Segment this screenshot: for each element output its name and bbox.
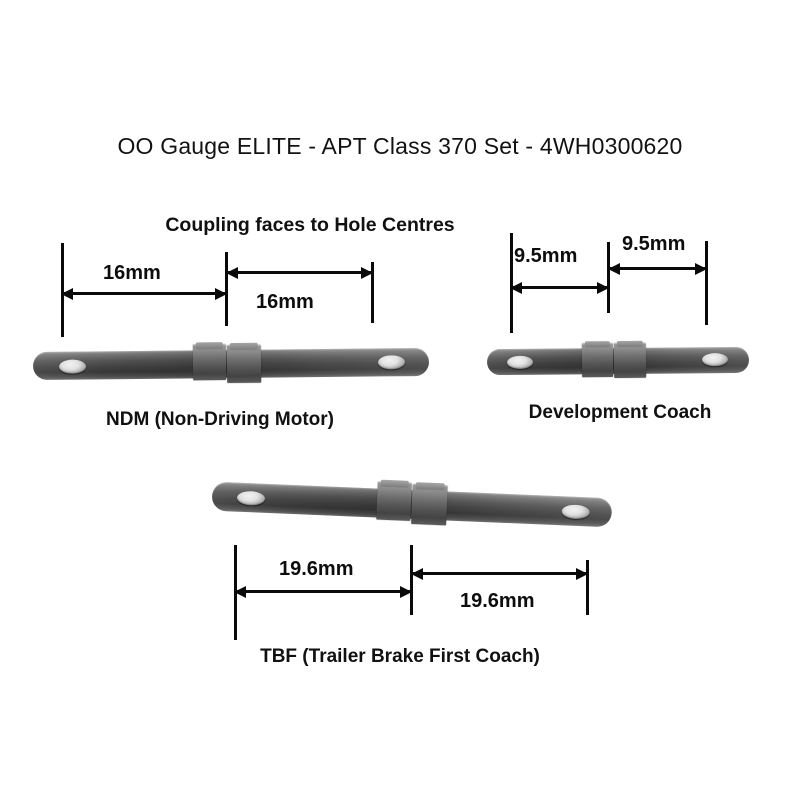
coupling-nut-right: [613, 342, 647, 379]
dimension-label-tbf-right: 19.6mm: [460, 590, 535, 612]
part-caption-tbf: TBF (Trailer Brake First Coach): [260, 646, 540, 667]
coupling-nut-left-top: [584, 341, 610, 348]
dimension-arrow-tbf-left: [235, 590, 411, 593]
part-group-development-coach: 9.5mm 9.5mm Development Coach: [440, 0, 800, 450]
coupling-nut-left: [192, 344, 227, 381]
part-group-tbf: 19.6mm 19.6mm TBF (Trailer Brake First C…: [0, 450, 800, 700]
dimension-label-tbf-left: 19.6mm: [279, 558, 354, 580]
part-caption-development-coach: Development Coach: [528, 402, 712, 423]
coupling-bar-tbf: [211, 470, 613, 535]
part-caption-ndm: NDM (Non-Driving Motor): [106, 409, 334, 430]
extension-line-tbf-center: [410, 545, 413, 615]
dimension-arrow-ndm-right: [227, 271, 372, 274]
coupling-nut-left-top: [380, 479, 409, 488]
coupling-nut-right-top: [415, 482, 445, 491]
dimension-label-dev-right: 9.5mm: [622, 233, 686, 255]
coupling-bar-ndm: [32, 338, 430, 386]
diagram-subtitle: Coupling faces to Hole Centres: [165, 214, 455, 236]
page-title: OO Gauge ELITE - APT Class 370 Set - 4WH…: [117, 133, 683, 159]
dimension-label-ndm-left: 16mm: [103, 262, 161, 284]
extension-line-dev-center: [607, 242, 610, 313]
dimension-arrow-dev-right: [609, 267, 706, 270]
coupling-nut-right-top: [616, 340, 643, 348]
extension-line-tbf-right: [586, 560, 589, 615]
coupling-nut-right-top: [229, 342, 258, 351]
dimension-arrow-dev-left: [511, 286, 608, 289]
dimension-arrow-ndm-left: [62, 292, 226, 295]
part-group-ndm: 16mm 16mm NDM (Non-Driving Motor): [0, 0, 440, 450]
dimension-label-ndm-right: 16mm: [256, 291, 314, 313]
dimension-label-dev-left: 9.5mm: [514, 245, 578, 267]
extension-line-dev-right: [705, 241, 708, 325]
extension-line-ndm-right: [371, 262, 374, 323]
coupling-bar-development-coach: [486, 337, 750, 383]
dimension-arrow-tbf-right: [412, 572, 587, 575]
coupling-nut-left-top: [195, 342, 223, 350]
coupling-nut-right: [226, 344, 262, 384]
coupling-nut-left: [581, 343, 614, 378]
